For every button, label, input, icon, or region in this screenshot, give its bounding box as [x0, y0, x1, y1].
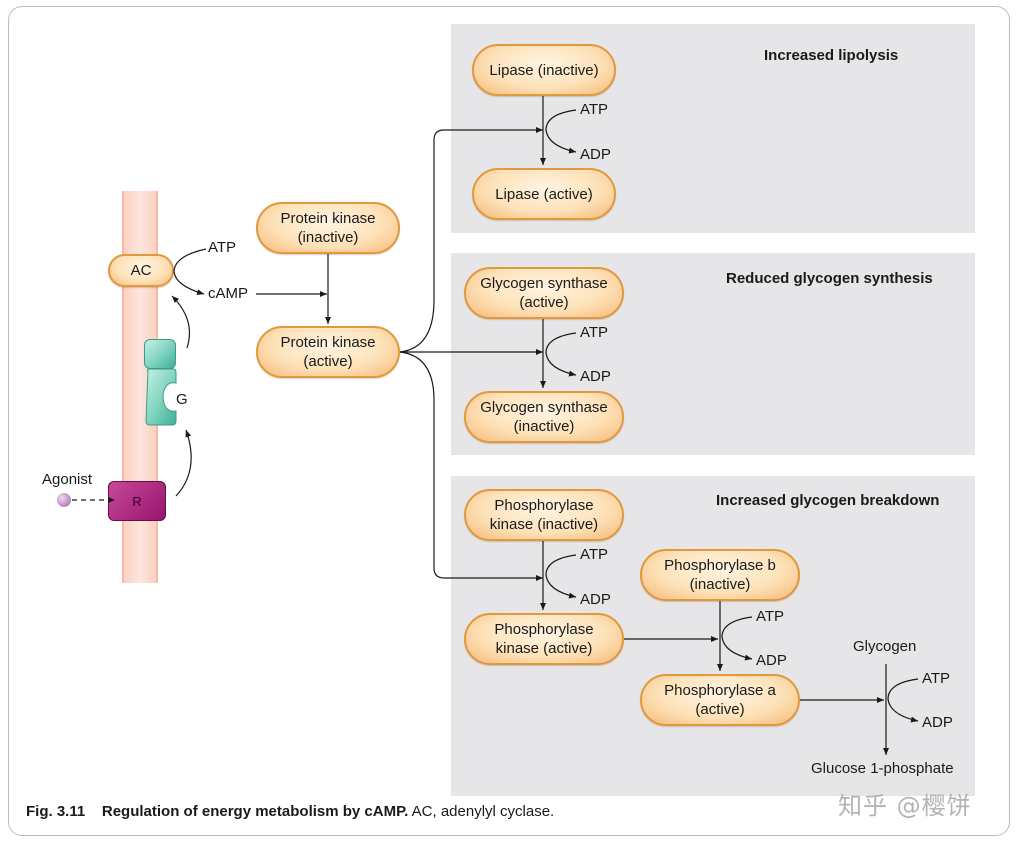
atp-to-camp-curve [173, 248, 207, 295]
agonist-molecule [57, 493, 71, 507]
phosphorylase-kinase-inactive-node: Phosphorylase kinase (inactive) [464, 489, 624, 541]
phos-atp-curve [721, 616, 753, 661]
phos-atp-label: ATP [756, 608, 785, 625]
adenylyl-cyclase-node: AC [108, 254, 174, 287]
ac-atp-label: ATP [208, 239, 237, 256]
pk-to-lipase-arrow [399, 127, 543, 353]
phos-adp-label: ADP [756, 652, 787, 669]
phosphorylase-kinase-active-label: Phosphorylase kinase (active) [494, 621, 594, 657]
lipase-inactive-node: Lipase (inactive) [472, 44, 616, 96]
glycogen-label: Glycogen [853, 638, 917, 655]
adenylyl-cyclase-label: AC [130, 262, 152, 279]
receptor-to-g-arrow [175, 429, 192, 497]
pk-adp-label: ADP [580, 591, 611, 608]
receptor-label: R [132, 493, 142, 509]
g-protein-body [145, 368, 177, 426]
phosphorylase-kinase-active-node: Phosphorylase kinase (active) [464, 613, 624, 665]
g-protein-label: G [176, 391, 188, 408]
lipase-inactive-label: Lipase (inactive) [489, 61, 599, 79]
pk-atp-label: ATP [580, 546, 609, 563]
phosphorylase-b-node: Phosphorylase b (inactive) [640, 549, 800, 601]
glycogen-synthase-active-label: Glycogen synthase (active) [480, 275, 608, 311]
panel-title-glycogen-breakdown: Increased glycogen breakdown [716, 492, 940, 509]
gs-atp-label: ATP [580, 324, 609, 341]
protein-kinase-inactive-label: Protein kinase (inactive) [280, 210, 376, 246]
caption-text: AC, adenylyl cyclase. [408, 803, 555, 820]
protein-kinase-active-label: Protein kinase (active) [280, 334, 376, 370]
panel-title-glycogen-synthesis: Reduced glycogen synthesis [726, 270, 933, 287]
protein-kinase-inactive-node: Protein kinase (inactive) [256, 202, 400, 254]
camp-label: cAMP [208, 285, 249, 302]
phosphorylase-kinase-inactive-label: Phosphorylase kinase (inactive) [489, 497, 599, 533]
lipase-atp-curve [545, 109, 577, 154]
glycogen-synthase-active-node: Glycogen synthase (active) [464, 267, 624, 319]
glycogen-atp-label: ATP [922, 670, 951, 687]
phosphorylase-a-node: Phosphorylase a (active) [640, 674, 800, 726]
glycogen-adp-label: ADP [922, 714, 953, 731]
lipase-adp-label: ADP [580, 146, 611, 163]
g-to-ac-arrow [171, 295, 191, 349]
caption-bold-text: Regulation of energy metabolism by cAMP. [101, 803, 409, 820]
glycogen-synthase-inactive-node: Glycogen synthase (inactive) [464, 391, 624, 443]
glycogen-synthase-inactive-label: Glycogen synthase (inactive) [480, 399, 608, 435]
phosphorylase-a-label: Phosphorylase a (active) [664, 682, 776, 718]
caption-fig-number: Fig. 3.11 [26, 803, 86, 820]
gs-atp-curve [545, 332, 577, 377]
figure-caption: Fig. 3.11 Regulation of energy metabolis… [26, 803, 554, 820]
lipase-active-label: Lipase (active) [495, 185, 593, 203]
glucose-1-phosphate-label: Glucose 1-phosphate [811, 760, 954, 777]
protein-kinase-active-node: Protein kinase (active) [256, 326, 400, 378]
lipase-atp-label: ATP [580, 101, 609, 118]
g-protein-alpha [144, 339, 176, 369]
gs-adp-label: ADP [580, 368, 611, 385]
phosphorylase-b-label: Phosphorylase b (inactive) [664, 557, 776, 593]
glycogen-atp-curve [887, 678, 919, 723]
receptor: R [108, 481, 166, 521]
watermark: 知乎 @樱饼 [838, 792, 972, 820]
pk-to-phk-arrow [399, 351, 543, 581]
lipase-active-node: Lipase (active) [472, 168, 616, 220]
phk-atp-curve [545, 554, 577, 599]
panel-title-lipolysis: Increased lipolysis [764, 47, 899, 64]
agonist-label: Agonist [42, 471, 93, 488]
